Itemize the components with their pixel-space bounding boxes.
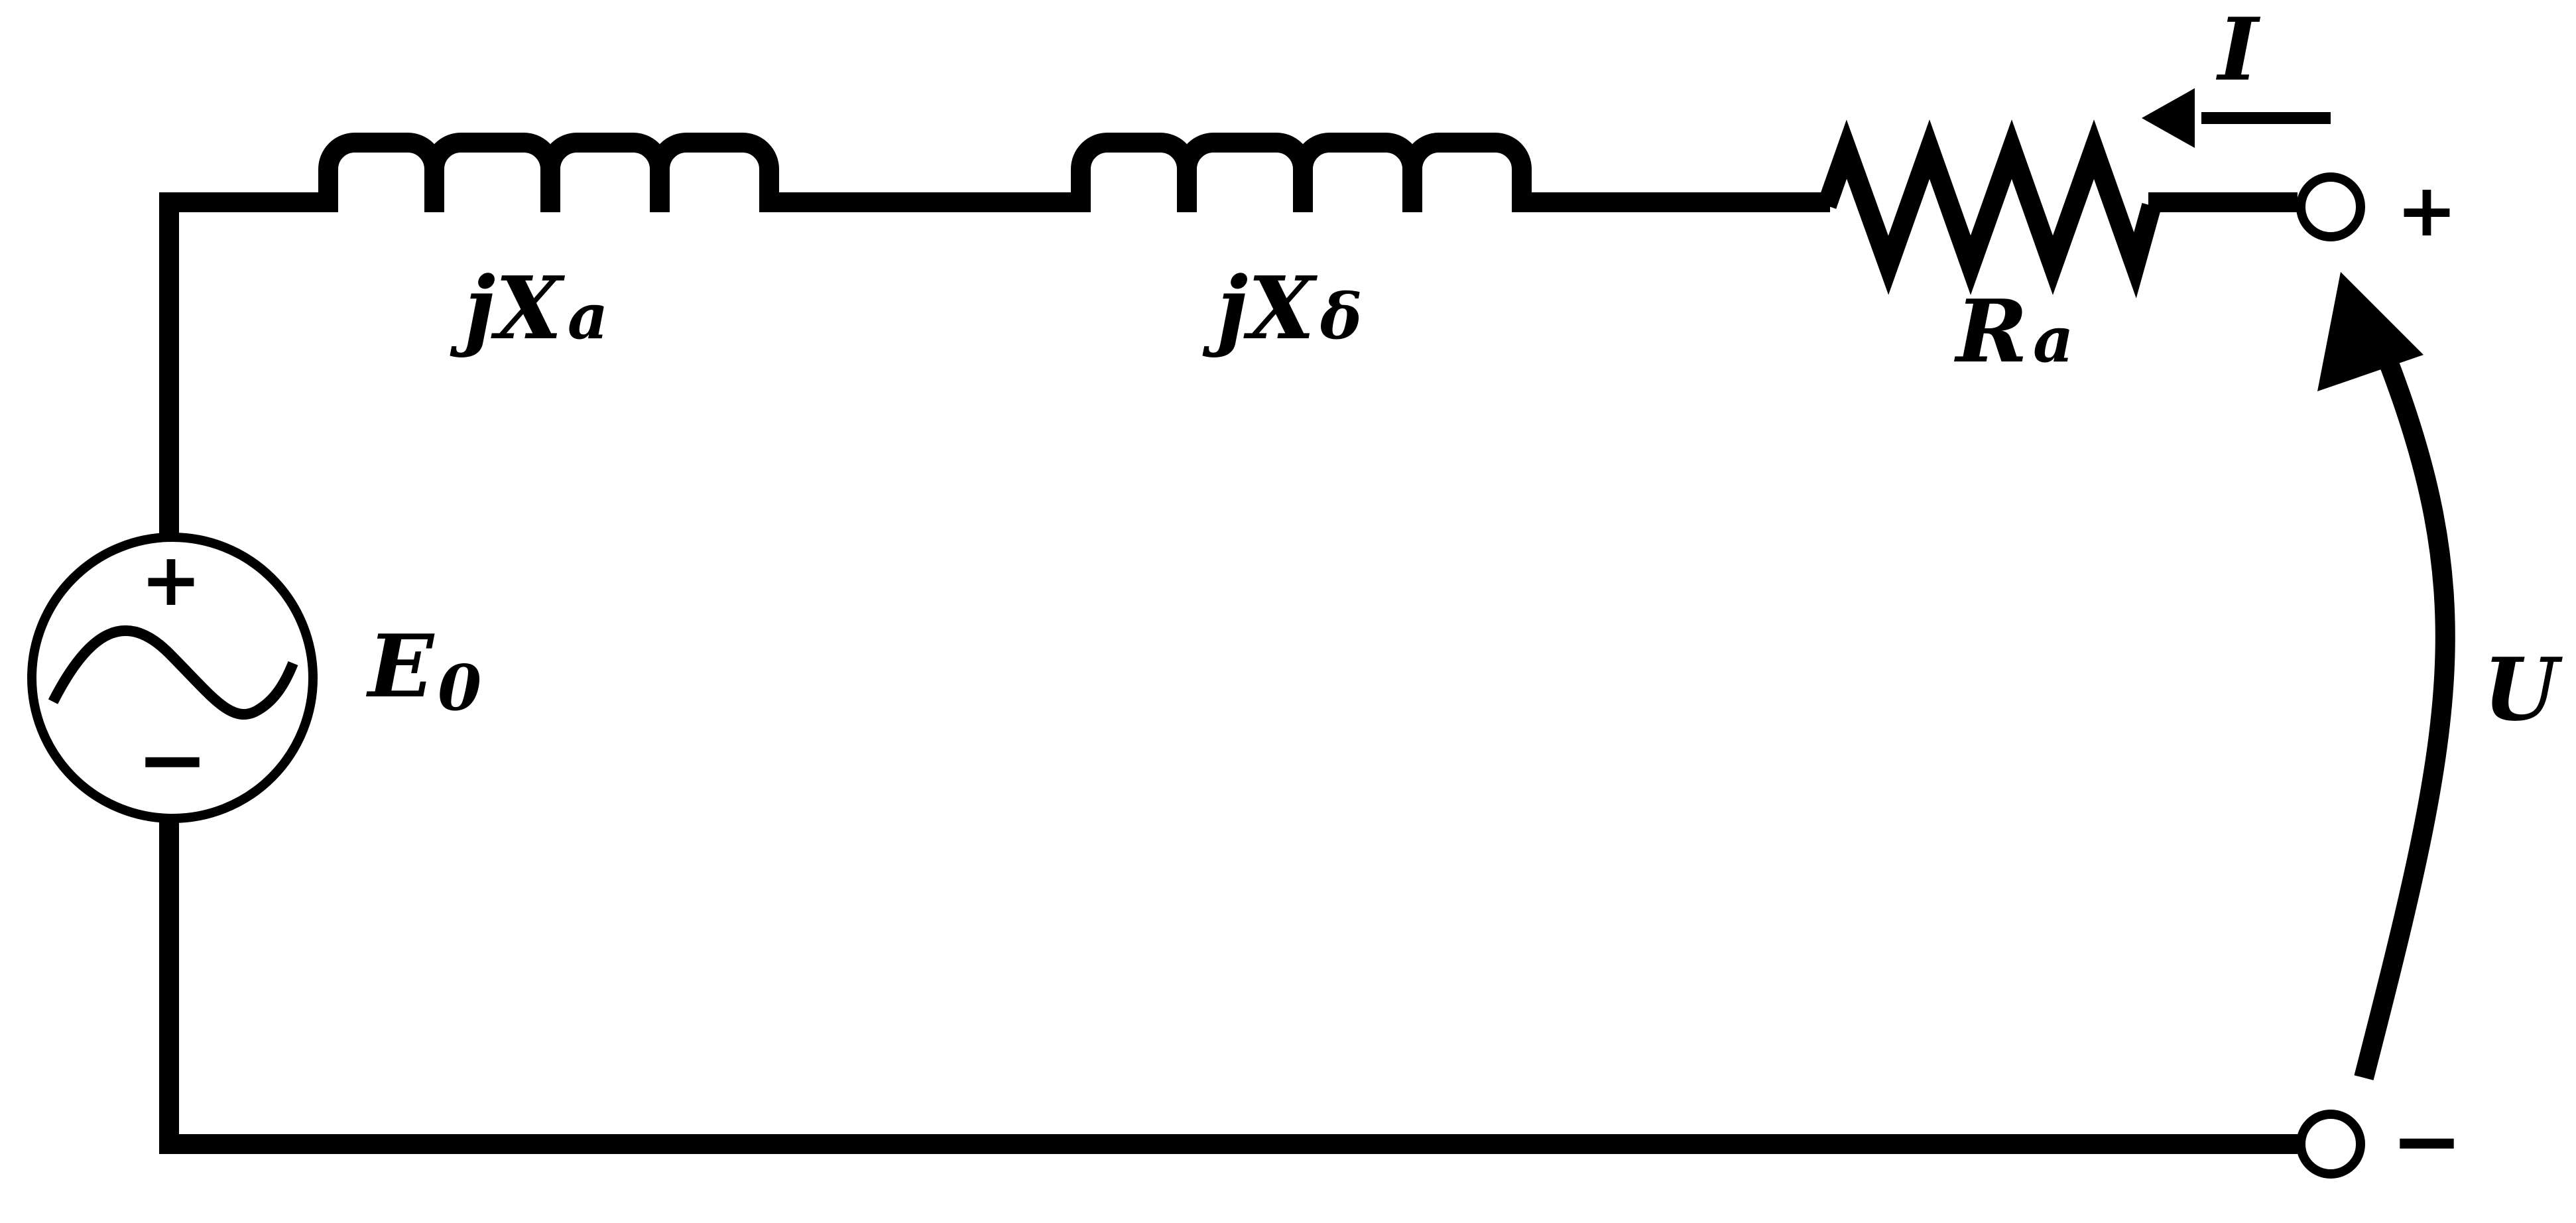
sine-wave-icon — [48, 625, 298, 720]
source-minus-sign: − — [137, 709, 209, 810]
voltage-label: U — [2483, 639, 2563, 740]
wire-left-top — [159, 192, 322, 537]
terminal-negative — [2296, 1110, 2365, 1179]
ac-source-e0: + − — [27, 533, 318, 823]
terminal-minus-sign: − — [2391, 1090, 2463, 1191]
voltage-arrow — [2317, 272, 2455, 1080]
resistor-ra — [1817, 119, 2162, 298]
terminal-positive — [2296, 172, 2365, 241]
terminal-plus-sign: + — [2396, 168, 2457, 253]
wire-left-bottom — [159, 819, 2298, 1154]
inductor-xdelta — [1071, 133, 1532, 212]
source-plus-sign: + — [141, 537, 202, 622]
inductor-xa — [318, 133, 779, 212]
inductor-xa-label: jXa — [450, 257, 608, 359]
resistor-ra-label: Ra — [1953, 281, 2074, 382]
current-arrow — [2142, 88, 2331, 148]
source-e0-label: E0 — [365, 615, 481, 725]
current-label: I — [2215, 0, 2261, 100]
inductor-xdelta-label: jXδ — [1202, 257, 1362, 359]
